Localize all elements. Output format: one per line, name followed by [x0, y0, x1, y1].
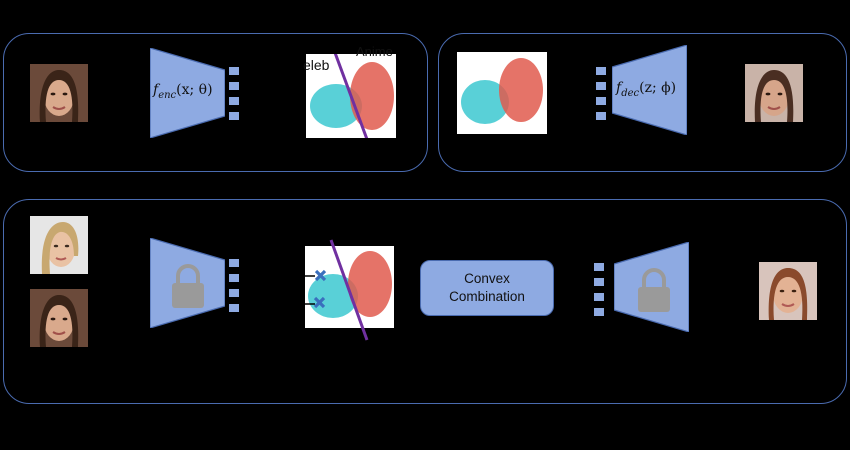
latent-vector-decoder [596, 67, 606, 120]
latent-vector-encoder [229, 67, 239, 120]
anime-label: Anime [356, 44, 393, 59]
lock-icon [172, 264, 204, 308]
latent-scatter-decoder [457, 52, 547, 134]
decoder-panel [438, 33, 847, 172]
interpolation-panel [3, 199, 847, 404]
reconstructed-face-image [745, 64, 803, 122]
encoder-trapezoid [150, 48, 225, 138]
input-face-image [30, 64, 88, 122]
latent-scatter-top [306, 54, 396, 138]
latent-scatter-interpolation [305, 239, 394, 341]
frozen-decoder-trapezoid [614, 242, 689, 332]
latent-vector-frozen-decoder [594, 263, 604, 316]
convex-combination-box: Convex Combination [420, 260, 554, 316]
convex-line-2: Combination [449, 289, 525, 304]
input-face-image-1 [30, 216, 88, 274]
output-face-image [759, 262, 817, 320]
cross-marker-1 [314, 269, 327, 282]
decoder-trapezoid [612, 45, 687, 135]
decoder-formula: fdec(z; ϕ) [616, 80, 677, 99]
latent-vector-frozen-encoder [229, 259, 239, 312]
convex-line-1: Convex [464, 270, 510, 286]
encoder-panel [3, 33, 428, 172]
input-face-image-2 [30, 289, 88, 347]
lock-icon [638, 268, 670, 312]
celeb-label: eleb [303, 57, 330, 73]
encoder-formula: fenc(x; θ) [153, 82, 213, 101]
cross-marker-2 [313, 296, 326, 309]
frozen-encoder-trapezoid [150, 238, 225, 328]
